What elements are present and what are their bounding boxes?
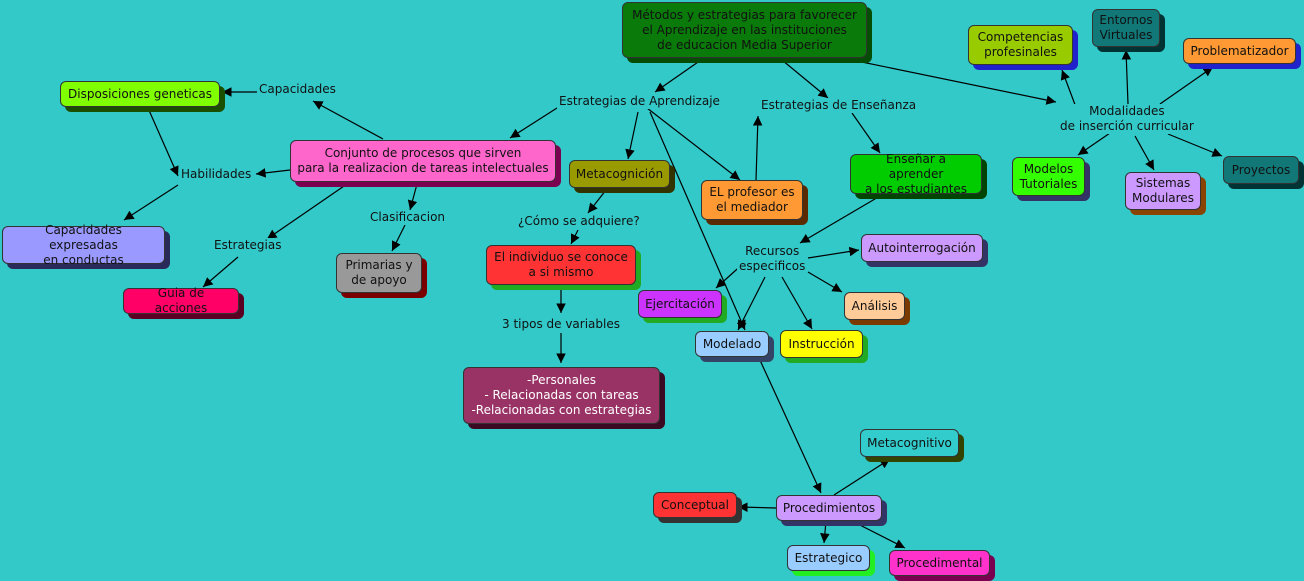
procedimental-node: Procedimental: [889, 550, 990, 576]
connector-arrow-22: [799, 195, 881, 244]
connector-arrow-23: [807, 246, 860, 259]
ejercitacion-node: Ejercitación: [638, 290, 722, 318]
tres-tipos-label: 3 tipos de variables: [500, 317, 622, 332]
disposiciones-geneticas-node: Disposiciones geneticas: [60, 81, 220, 107]
guia-acciones-node: Guia de acciones: [123, 286, 239, 315]
estrategias-ensenanza-label: Estrategias de Enseñanza: [759, 98, 919, 113]
tipos-variables-node: -Personales - Relacionadas con tareas -R…: [463, 367, 660, 424]
connector-arrow-26: [737, 276, 766, 331]
metacognitivo-node: Metacognitivo: [860, 429, 959, 457]
connector-arrow-32: [851, 520, 906, 549]
connector-arrow-27: [781, 276, 813, 330]
connector-arrow-17: [570, 229, 580, 245]
instruccion-node: Instrucción: [780, 330, 863, 358]
recursos-especificos-label: Recursos especificos: [737, 244, 808, 274]
capacidades-expresadas-node: Capacidades expresadas en conductas: [2, 223, 165, 267]
connector-arrow-29: [833, 458, 891, 496]
competencias-node: Competencias profesinales: [968, 25, 1073, 65]
connector-arrow-38: [1167, 133, 1223, 157]
como-se-adquiere-label: ¿Cómo se adquiere?: [516, 214, 642, 229]
primarias-apoyo-node: Primarias y de apoyo: [336, 253, 422, 293]
modelos-tutoriales-node: Modelos Tutoriales: [1012, 157, 1085, 196]
connector-arrow-6: [255, 168, 291, 178]
connector-arrow-15: [649, 111, 746, 331]
estrategias-aprendizaje-label: Estrategias de Aprendizaje: [557, 94, 722, 109]
connector-arrow-25: [807, 271, 843, 293]
connector-arrow-5: [147, 107, 179, 177]
modalidades-label: Modalidades de inserción curricular: [1058, 104, 1196, 134]
connector-arrow-28: [758, 357, 822, 494]
connector-arrow-21: [851, 112, 881, 154]
connector-arrow-14: [646, 107, 741, 181]
connector-arrow-12: [509, 107, 558, 139]
connector-arrow-7: [123, 184, 179, 221]
proyectos-node: Proyectos: [1223, 156, 1299, 184]
connector-arrow-31: [820, 520, 830, 544]
ensenar-aprender-node: Enseñar a aprender a los estudiantes: [850, 152, 982, 196]
estrategias-label: Estrategias: [212, 238, 284, 253]
analisis-node: Análisis: [844, 292, 905, 320]
connector-arrow-11: [391, 224, 406, 252]
connector-arrow-20: [752, 115, 763, 181]
connector-arrow-16: [587, 189, 607, 214]
autointerrogacion-node: Autointerrogación: [861, 234, 983, 262]
conceptual-node: Conceptual: [653, 492, 737, 518]
capacidades-label: Capacidades: [257, 82, 338, 97]
root-concept: Métodos y estrategias para favorecer el …: [622, 2, 867, 58]
problematizador-node: Problematizador: [1183, 38, 1296, 64]
connector-arrow-35: [1159, 66, 1214, 105]
connector-arrow-37: [1134, 135, 1155, 171]
connector-arrow-13: [625, 111, 639, 160]
connector-arrow-1: [781, 59, 829, 99]
connector-arrow-10: [407, 183, 418, 211]
profesor-mediador-node: EL profesor es el mediador: [701, 180, 803, 220]
estrategico-node: Estrategico: [787, 545, 870, 571]
metacognicion-node: Metacognición: [569, 160, 670, 188]
connector-arrow-9: [202, 256, 239, 288]
connector-arrow-3: [312, 100, 384, 140]
connector-arrow-2: [851, 59, 1057, 105]
connector-arrow-36: [1077, 132, 1111, 156]
habilidades-label: Habilidades: [179, 167, 254, 182]
connector-arrow-0: [654, 59, 702, 93]
clasificacion-label: Clasificacion: [368, 210, 448, 225]
connector-arrow-34: [1121, 49, 1132, 105]
conjunto-procesos-node: Conjunto de procesos que sirven para la …: [290, 140, 556, 182]
connector-arrow-8: [266, 183, 348, 240]
sistemas-modulares-node: Sistemas Modulares: [1125, 172, 1201, 210]
procedimientos-node: Procedimientos: [776, 495, 882, 521]
entornos-virtuales-node: Entornos Virtuales: [1092, 9, 1160, 47]
individuo-node: El individuo se conoce a si mismo: [486, 245, 636, 285]
connector-arrow-30: [737, 502, 777, 513]
modelado-node: Modelado: [695, 331, 769, 357]
